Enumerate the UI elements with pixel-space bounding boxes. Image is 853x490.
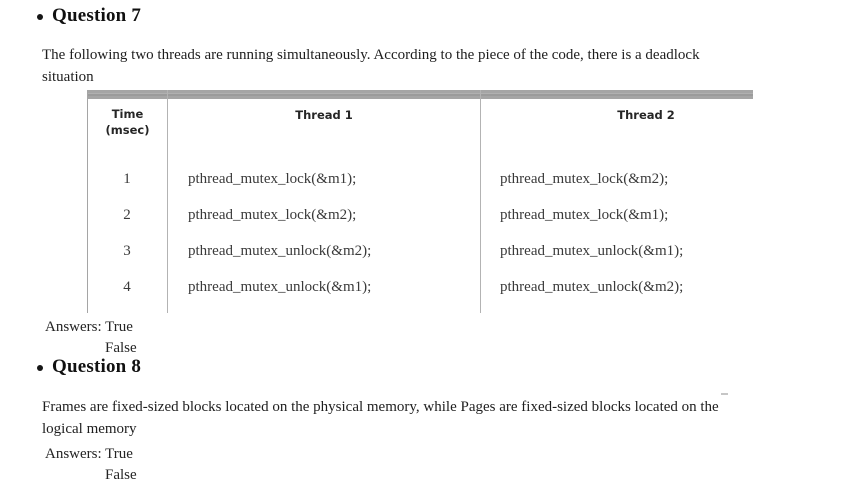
answers-label: Answers: [45, 319, 102, 335]
table-bottom-border [87, 96, 753, 99]
table-column-divider-2 [480, 90, 481, 313]
bullet-icon [37, 365, 43, 371]
cell-thread2-code: pthread_mutex_lock(&m2); [500, 171, 669, 187]
artifact-dash [721, 393, 728, 395]
cell-thread2-code: pthread_mutex_lock(&m1); [500, 207, 669, 223]
question-7-title: Question 7 [52, 5, 142, 26]
table-header-time: Time (msec) [88, 106, 167, 138]
table-row: 4 pthread_mutex_unlock(&m1); pthread_mut… [87, 269, 753, 305]
table-row: 3 pthread_mutex_unlock(&m2); pthread_mut… [87, 233, 753, 269]
table-header-time-line1: Time [111, 107, 144, 121]
bullet-icon [37, 14, 43, 20]
table-header-thread1: Thread 1 [295, 108, 353, 122]
table-left-border [87, 90, 88, 313]
cell-thread2-code: pthread_mutex_unlock(&m1); [500, 243, 684, 259]
answers-line: Answers: True [45, 444, 137, 465]
question-8-heading: Question 8 [37, 356, 141, 378]
cell-time: 4 [123, 278, 131, 295]
table-top-border [87, 90, 753, 93]
answer-option-true: True [105, 446, 133, 462]
table-body-top-border [87, 94, 753, 96]
question-8-answers: Answers: True False [45, 444, 137, 485]
question-7-answers: Answers: True False [45, 317, 137, 358]
table-row: 1 pthread_mutex_lock(&m1); pthread_mutex… [87, 161, 753, 197]
table-header-time-line2: (msec) [105, 123, 150, 137]
answers-line: Answers: True [45, 317, 137, 338]
question-7-heading: Question 7 [37, 5, 141, 27]
table-header-separator [87, 93, 753, 94]
cell-thread2-code: pthread_mutex_unlock(&m2); [500, 279, 684, 295]
cell-thread1-code: pthread_mutex_unlock(&m2); [188, 243, 372, 259]
cell-thread1-code: pthread_mutex_lock(&m2); [188, 207, 357, 223]
question-8-title: Question 8 [52, 356, 142, 377]
cell-time: 2 [123, 206, 131, 223]
table-row: 2 pthread_mutex_lock(&m2); pthread_mutex… [87, 197, 753, 233]
cell-thread1-code: pthread_mutex_lock(&m1); [188, 171, 357, 187]
answer-option-false: False [105, 339, 137, 356]
cell-thread1-code: pthread_mutex_unlock(&m1); [188, 279, 372, 295]
table-header-thread2: Thread 2 [617, 108, 675, 122]
answer-option-true: True [105, 319, 133, 335]
question-8-body: Frames are fixed-sized blocks located on… [42, 399, 719, 437]
table-column-divider-1 [167, 90, 168, 313]
cell-time: 3 [123, 242, 131, 259]
question-7-body: The following two threads are running si… [42, 47, 700, 85]
threads-table: Time (msec) Thread 1 Thread 2 1 pthread_… [87, 90, 753, 314]
cell-time: 1 [123, 170, 131, 187]
table-body: 1 pthread_mutex_lock(&m1); pthread_mutex… [87, 156, 753, 305]
answer-option-false: False [105, 466, 137, 483]
answers-label: Answers: [45, 446, 102, 462]
